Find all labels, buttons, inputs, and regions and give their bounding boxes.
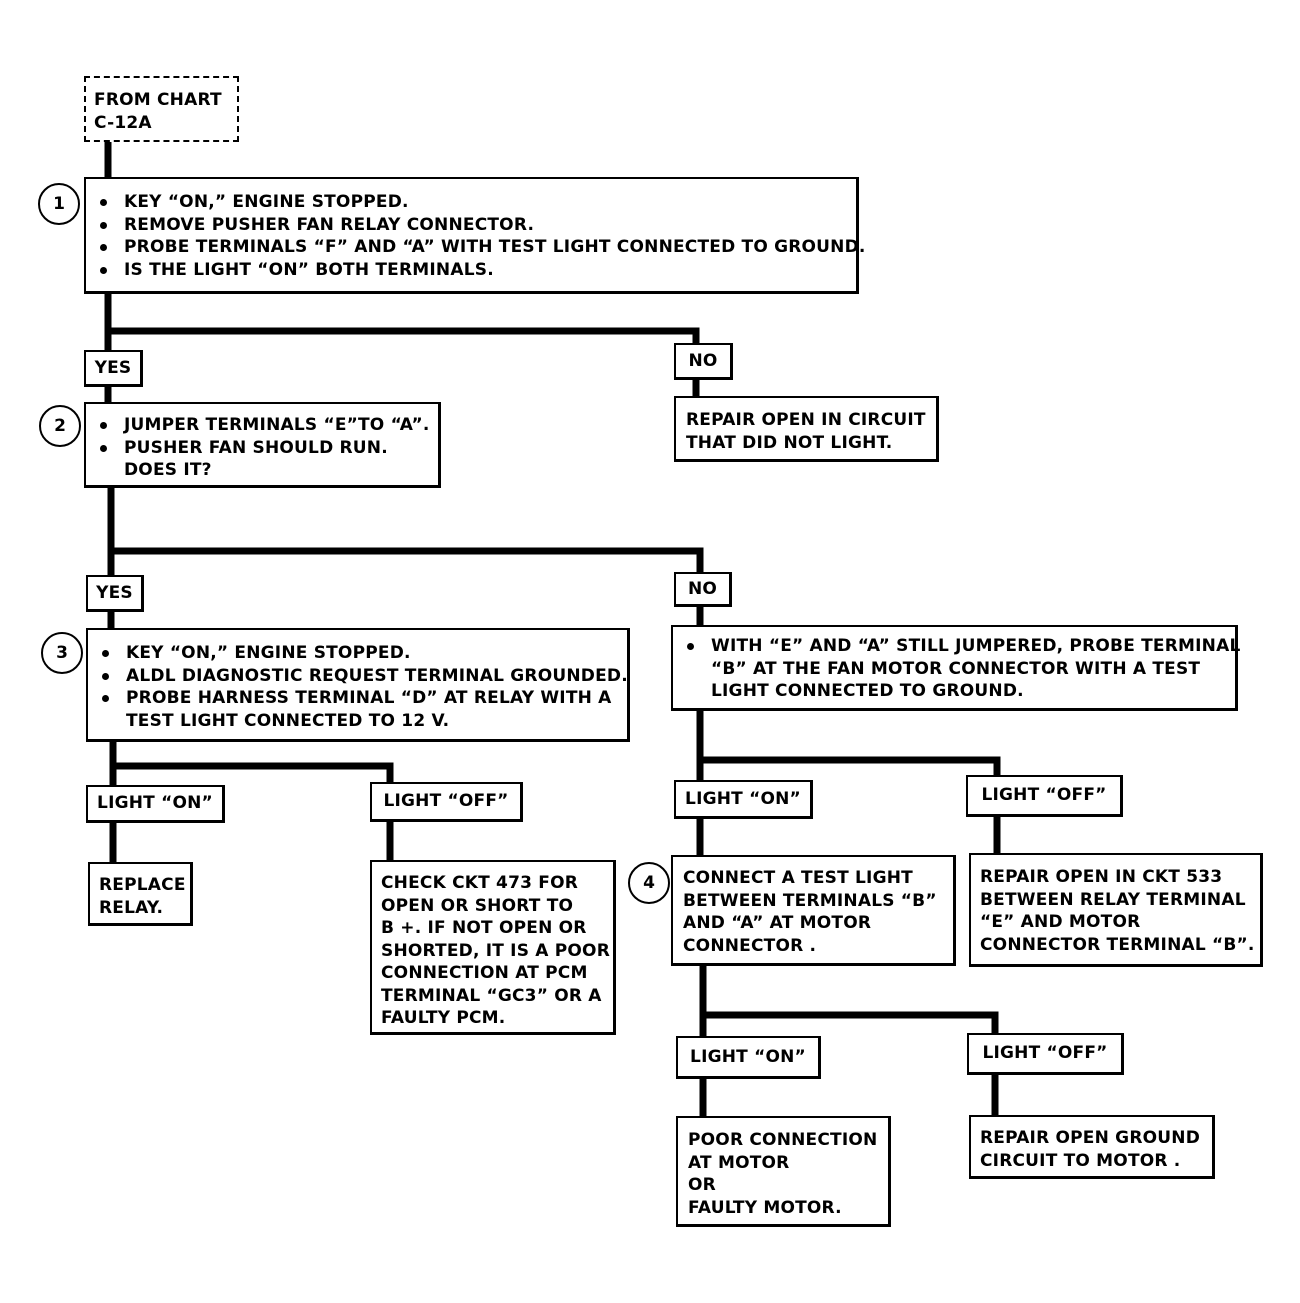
result-line: SHORTED, IT IS A POOR — [381, 940, 611, 961]
step3-list: KEY “ON,” ENGINE STOPPED. ALDL DIAGNOSTI… — [92, 642, 628, 732]
no-label: NO — [674, 572, 732, 607]
result-line: BETWEEN RELAY TERMINAL — [980, 889, 1246, 910]
start-line: C-12A — [94, 112, 152, 133]
light-off-label: LIGHT “OFF” — [370, 782, 523, 822]
result-line: CIRCUIT TO MOTOR . — [980, 1150, 1181, 1171]
light-on-label: LIGHT “ON” — [86, 785, 225, 823]
step1-list: KEY “ON,” ENGINE STOPPED. REMOVE PUSHER … — [90, 191, 865, 282]
result-line: AT MOTOR — [688, 1152, 790, 1173]
step3-box: KEY “ON,” ENGINE STOPPED. ALDL DIAGNOSTI… — [86, 628, 630, 742]
step2-bullet: JUMPER TERMINALS “E”TO “A”. — [90, 414, 434, 437]
step3-continuation: TEST LIGHT CONNECTED TO 12 V. — [126, 710, 450, 731]
result-repair-ground: REPAIR OPEN GROUND CIRCUIT TO MOTOR . — [969, 1115, 1215, 1179]
step-number-2: 2 — [39, 405, 81, 447]
step4-line: CONNECTOR . — [683, 935, 817, 956]
step1-bullet: REMOVE PUSHER FAN RELAY CONNECTOR. — [90, 214, 852, 237]
result-line: POOR CONNECTION — [688, 1130, 878, 1150]
wire-step4-to-off — [699, 1011, 999, 1039]
light-off-label: LIGHT “OFF” — [967, 1033, 1124, 1075]
result-line: CONNECTION AT PCM — [381, 963, 588, 983]
wire-step3-to-off — [109, 762, 394, 787]
probe-continuation: LIGHT CONNECTED TO GROUND. — [711, 681, 1024, 701]
result-repair-ckt-533: REPAIR OPEN IN CKT 533 BETWEEN RELAY TER… — [969, 853, 1263, 967]
result-line: FAULTY MOTOR. — [688, 1197, 842, 1218]
result-poor-connection: POOR CONNECTION AT MOTOR OR FAULTY MOTOR… — [676, 1116, 891, 1227]
step1-box: KEY “ON,” ENGINE STOPPED. REMOVE PUSHER … — [84, 177, 865, 294]
step1-bullet: IS THE LIGHT “ON” BOTH TERMINALS. — [90, 259, 852, 282]
result-line: B +. IF NOT OPEN OR — [381, 918, 587, 938]
no-label: NO — [674, 343, 733, 380]
yes-label: YES — [84, 350, 143, 387]
step2-list: JUMPER TERMINALS “E”TO “A”. PUSHER FAN S… — [90, 414, 434, 482]
fan-motor-probe-list: WITH “E” AND “A” STILL JUMPERED, PROBE T… — [677, 635, 1240, 703]
result-line: CHECK CKT 473 FOR — [381, 873, 579, 893]
step1-bullet: KEY “ON,” ENGINE STOPPED. — [90, 191, 852, 214]
yes-label: YES — [86, 575, 144, 612]
step-number-1: 1 — [38, 183, 80, 225]
step2-bullet: PUSHER FAN SHOULD RUN. — [90, 437, 434, 460]
result-line: CONNECTOR TERMINAL “B”. — [980, 934, 1255, 955]
result-line: TERMINAL “GC3” OR A — [381, 985, 602, 1006]
step4-line: BETWEEN TERMINALS “B” — [683, 890, 937, 911]
result-line: REPAIR OPEN GROUND — [980, 1128, 1201, 1148]
step-number-3: 3 — [41, 632, 83, 674]
start-box: FROM CHART C-12A — [84, 76, 239, 142]
wire-nostep-to-off — [696, 756, 1001, 781]
light-on-label: LIGHT “ON” — [676, 1036, 821, 1079]
result-line: REPAIR OPEN IN CKT 533 — [980, 867, 1223, 887]
result-replace-relay: REPLACE RELAY. — [88, 862, 193, 926]
step-number-4: 4 — [628, 862, 670, 904]
step2-box: JUMPER TERMINALS “E”TO “A”. PUSHER FAN S… — [84, 402, 441, 488]
start-line: FROM CHART — [94, 90, 222, 110]
fan-motor-probe-box: WITH “E” AND “A” STILL JUMPERED, PROBE T… — [671, 625, 1240, 711]
result-line: OPEN OR SHORT TO — [381, 895, 574, 916]
result-line: RELAY. — [99, 897, 164, 918]
result-line: OR — [688, 1175, 716, 1195]
wire-step2-to-no — [107, 547, 704, 578]
step3-bullet: ALDL DIAGNOSTIC REQUEST TERMINAL GROUNDE… — [92, 665, 628, 688]
step3-bullet: PROBE HARNESS TERMINAL “D” AT RELAY WITH… — [92, 687, 623, 710]
probe-bullet: WITH “E” AND “A” STILL JUMPERED, PROBE T… — [677, 635, 1240, 658]
light-on-label: LIGHT “ON” — [674, 780, 813, 819]
result-line: THAT DID NOT LIGHT. — [686, 432, 893, 453]
result-repair-open-circuit: REPAIR OPEN IN CIRCUIT THAT DID NOT LIGH… — [674, 396, 939, 462]
result-line: “E” AND MOTOR — [980, 912, 1141, 932]
light-off-label: LIGHT “OFF” — [966, 775, 1123, 817]
step1-bullet: PROBE TERMINALS “F” AND “A” WITH TEST LI… — [90, 236, 865, 259]
step3-bullet: KEY “ON,” ENGINE STOPPED. — [92, 642, 623, 665]
step2-continuation: DOES IT? — [124, 460, 212, 480]
wire-step1-to-no — [104, 327, 700, 349]
result-line: FAULTY PCM. — [381, 1008, 506, 1028]
step4-line: AND “A” AT MOTOR — [683, 913, 872, 933]
result-check-ckt-473: CHECK CKT 473 FOR OPEN OR SHORT TO B +. … — [370, 860, 616, 1035]
result-line: REPAIR OPEN IN CIRCUIT — [686, 410, 926, 430]
step4-box: CONNECT A TEST LIGHT BETWEEN TERMINALS “… — [671, 855, 956, 966]
step4-line: CONNECT A TEST LIGHT — [683, 868, 913, 888]
result-line: REPLACE — [99, 875, 186, 895]
probe-continuation: “B” AT THE FAN MOTOR CONNECTOR WITH A TE… — [711, 658, 1201, 679]
